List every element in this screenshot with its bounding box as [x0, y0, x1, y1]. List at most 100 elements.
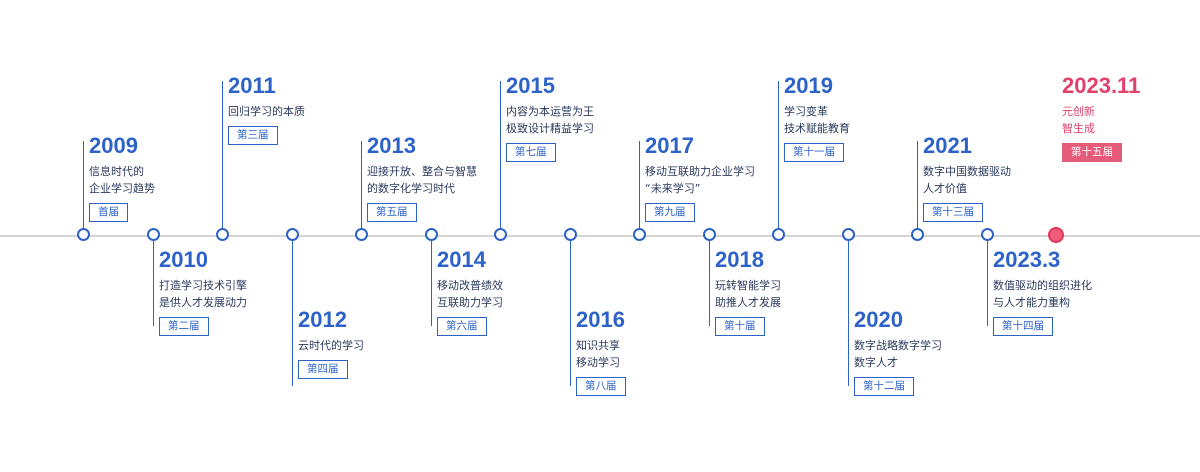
event-year: 2014	[437, 247, 486, 272]
timeline-axis	[0, 235, 1200, 237]
connector-line	[153, 236, 154, 326]
event-year: 2009	[89, 133, 138, 158]
event-description-line: 内容为本运营为王	[506, 105, 594, 118]
connector-line	[639, 141, 640, 236]
timeline-dot	[632, 228, 646, 241]
event-year: 2017	[645, 133, 694, 158]
event-description-line: 回归学习的本质	[228, 105, 305, 118]
connector-line	[361, 141, 362, 236]
connector-line	[431, 236, 432, 326]
timeline-event: 2009 信息时代的企业学习趋势首届	[89, 133, 155, 222]
event-description-line: 元创新	[1062, 105, 1095, 118]
edition-badge: 第六届	[437, 317, 487, 336]
edition-badge: 第九届	[645, 203, 695, 222]
event-description-line: 极致设计精益学习	[506, 122, 594, 135]
event-description: 玩转智能学习助推人才发展	[715, 277, 781, 311]
event-year: 2010	[159, 247, 208, 272]
event-description-line: 云时代的学习	[298, 339, 364, 352]
event-year: 2021	[923, 133, 972, 158]
event-description: 信息时代的企业学习趋势	[89, 163, 155, 197]
event-year: 2013	[367, 133, 416, 158]
event-year: 2023.11	[1062, 73, 1141, 98]
event-description: 元创新智生成	[1062, 103, 1140, 137]
event-description: 移动互联助力企业学习 “未来学习”	[645, 163, 755, 197]
event-year: 2020	[854, 307, 903, 332]
event-year: 2016	[576, 307, 625, 332]
timeline-event: 2012 云时代的学习第四届	[298, 307, 364, 379]
timeline-dot	[563, 228, 577, 241]
event-description-line: 打造学习技术引擎	[159, 279, 247, 292]
timeline-dot	[980, 228, 994, 241]
connector-line	[83, 141, 84, 236]
event-description: 数字中国数据驱动人才价值	[923, 163, 1011, 197]
event-description-line: 知识共享	[576, 339, 620, 352]
timeline-dot	[76, 228, 90, 241]
event-year: 2019	[784, 73, 833, 98]
event-description-line: 迎接开放、整合与智慧	[367, 165, 477, 178]
timeline-event: 2018 玩转智能学习助推人才发展第十届	[715, 247, 781, 336]
event-year: 2023.3	[993, 247, 1061, 272]
connector-line	[570, 236, 571, 386]
edition-badge: 首届	[89, 203, 128, 222]
event-description-line: 信息时代的	[89, 165, 144, 178]
connector-line	[778, 81, 779, 236]
connector-line	[500, 81, 501, 236]
edition-badge: 第十三届	[923, 203, 983, 222]
event-description-line: 学习变革	[784, 105, 828, 118]
event-year: 2011	[228, 73, 276, 98]
event-description-line: 是供人才发展动力	[159, 296, 247, 309]
connector-line	[917, 141, 918, 236]
connector-line	[222, 81, 223, 236]
event-description-line: 移动改普绩效	[437, 279, 503, 292]
timeline-event: 2011 回归学习的本质第三届	[228, 73, 305, 145]
event-description: 回归学习的本质	[228, 103, 305, 120]
timeline-dot	[215, 228, 229, 241]
edition-badge: 第十届	[715, 317, 765, 336]
event-year: 2015	[506, 73, 555, 98]
timeline-dot	[354, 228, 368, 241]
event-description-line: 移动互联助力企业学习	[645, 165, 755, 178]
event-description: 移动改普绩效互联助力学习	[437, 277, 503, 311]
event-description: 打造学习技术引擎是供人才发展动力	[159, 277, 247, 311]
event-description: 内容为本运营为王极致设计精益学习	[506, 103, 594, 137]
event-description-line: 移动学习	[576, 356, 620, 369]
edition-badge: 第三届	[228, 126, 278, 145]
edition-badge: 第十二届	[854, 377, 914, 396]
timeline-event: 2021 数字中国数据驱动人才价值第十三届	[923, 133, 1011, 222]
event-description-line: 技术赋能教育	[784, 122, 850, 135]
event-description: 学习变革技术赋能教育	[784, 103, 850, 137]
timeline-dot-current	[1048, 227, 1064, 243]
timeline-dot	[146, 228, 160, 241]
timeline-dot	[771, 228, 785, 241]
event-description: 云时代的学习	[298, 337, 364, 354]
event-description-line: 数值驱动的组织进化	[993, 279, 1092, 292]
timeline-dot	[424, 228, 438, 241]
event-description-line: 玩转智能学习	[715, 279, 781, 292]
event-description-line: 数字中国数据驱动	[923, 165, 1011, 178]
event-description-line: 数字战略数字学习	[854, 339, 942, 352]
event-description-line: 人才价值	[923, 182, 967, 195]
timeline-dot	[493, 228, 507, 241]
event-year: 2018	[715, 247, 764, 272]
edition-badge: 第八届	[576, 377, 626, 396]
connector-line	[292, 236, 293, 386]
event-description-line: “未来学习”	[645, 182, 701, 195]
timeline-event: 2017 移动互联助力企业学习 “未来学习” 第九届	[645, 133, 755, 222]
timeline-dot	[910, 228, 924, 241]
event-year: 2012	[298, 307, 347, 332]
timeline-event: 2014 移动改普绩效互联助力学习第六届	[437, 247, 503, 336]
event-description: 数值驱动的组织进化与人才能力重构	[993, 277, 1092, 311]
event-description-line: 智生成	[1062, 122, 1095, 135]
edition-badge: 第四届	[298, 360, 348, 379]
event-description-line: 互联助力学习	[437, 296, 503, 309]
timeline-event: 2016 知识共享移动学习第八届	[576, 307, 626, 396]
edition-badge: 第五届	[367, 203, 417, 222]
event-description-line: 企业学习趋势	[89, 182, 155, 195]
edition-badge: 第二届	[159, 317, 209, 336]
timeline-dot	[841, 228, 855, 241]
